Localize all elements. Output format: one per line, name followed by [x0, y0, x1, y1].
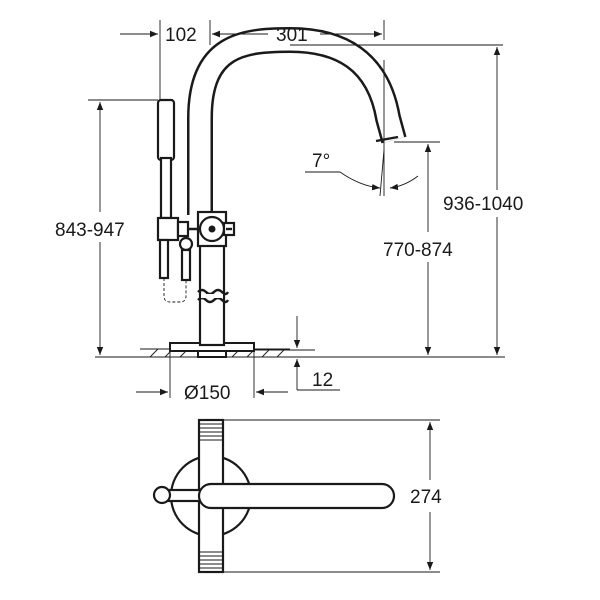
label-spout-reach: 301 [276, 25, 308, 46]
dimension-plan-width: 274 [410, 422, 442, 570]
extension-lines [88, 20, 503, 398]
riser-column [197, 243, 230, 347]
hand-shower [156, 98, 198, 303]
plan-extension-lines [223, 419, 440, 573]
label-spout-angle: 7° [312, 151, 330, 172]
label-plan-width: 274 [410, 487, 442, 508]
label-base-thickness: 12 [312, 370, 333, 391]
gooseneck-spout [187, 26, 407, 215]
plan-hand-shower-knob [152, 485, 202, 505]
floor-flange [197, 350, 227, 358]
plan-spout [197, 482, 396, 510]
label-hand-shower-height: 843-947 [55, 220, 125, 241]
dimension-outlet-height: 770-874 [383, 144, 453, 355]
dimension-hand-shower-height: 843-947 [55, 102, 125, 355]
dimension-total-height: 936-1040 [443, 47, 523, 355]
dimension-spout-reach: 301 [212, 25, 382, 46]
label-hand-shower-offset: 102 [165, 25, 197, 46]
plan-view: 274 [152, 418, 442, 574]
dimension-base-diameter: Ø150 [136, 383, 288, 404]
side-elevation-view: 102 301 7° 936-1040 770-874 [55, 20, 523, 404]
label-base-diameter: Ø150 [184, 383, 230, 404]
label-total-height: 936-1040 [443, 194, 523, 215]
dimension-spout-angle: 7° [305, 151, 419, 191]
mixer-handle [196, 210, 236, 248]
dimension-base-thickness: 12 [293, 316, 340, 391]
label-outlet-height: 770-874 [383, 240, 453, 261]
